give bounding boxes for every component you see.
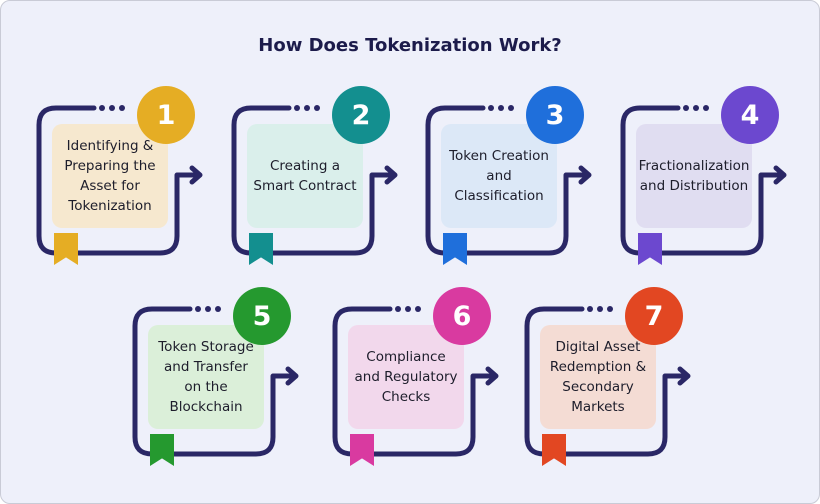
- step-1: Identifying & Preparing the Asset for To…: [34, 86, 214, 265]
- step-number-badge: 6: [433, 287, 491, 345]
- step-card: Token Storage and Transfer on the Blockc…: [148, 325, 264, 429]
- step-frame: [332, 306, 499, 457]
- step-frame: [524, 306, 691, 457]
- step-number-badge: 2: [332, 86, 390, 144]
- step-3: Token Creation and Classification 3: [423, 86, 603, 265]
- page-title: How Does Tokenization Work?: [258, 35, 562, 56]
- step-label: Compliance and Regulatory Checks: [354, 349, 458, 405]
- step-frame: [132, 306, 299, 457]
- step-label: Creating a Smart Contract: [253, 158, 357, 194]
- step-number-badge: 3: [526, 86, 584, 144]
- step-4: Fractionalization and Distribution 4: [618, 86, 798, 265]
- step-label: Digital Asset Redemption & Secondary Mar…: [549, 339, 647, 415]
- step-label: Identifying & Preparing the Asset for To…: [64, 138, 156, 214]
- step-card: Identifying & Preparing the Asset for To…: [52, 124, 168, 228]
- step-5: Token Storage and Transfer on the Blockc…: [130, 287, 310, 466]
- step-label: Token Creation and Classification: [449, 148, 549, 204]
- step-number-badge: 1: [137, 86, 195, 144]
- step-frame: [425, 105, 592, 256]
- step-card: Digital Asset Redemption & Secondary Mar…: [540, 325, 656, 429]
- step-number-badge: 5: [233, 287, 291, 345]
- step-label: Fractionalization and Distribution: [638, 158, 750, 194]
- step-frame: [231, 105, 398, 256]
- step-card: Compliance and Regulatory Checks: [348, 325, 464, 429]
- step-frame: [36, 105, 203, 256]
- step-number-badge: 4: [721, 86, 779, 144]
- step-card: Fractionalization and Distribution: [636, 124, 752, 228]
- step-number-badge: 7: [625, 287, 683, 345]
- step-frame: [620, 105, 787, 256]
- step-card: Token Creation and Classification: [441, 124, 557, 228]
- step-label: Token Storage and Transfer on the Blockc…: [158, 339, 254, 415]
- step-2: Creating a Smart Contract 2: [229, 86, 409, 265]
- step-6: Compliance and Regulatory Checks 6: [330, 287, 510, 466]
- step-7: Digital Asset Redemption & Secondary Mar…: [522, 287, 702, 466]
- step-card: Creating a Smart Contract: [247, 124, 363, 228]
